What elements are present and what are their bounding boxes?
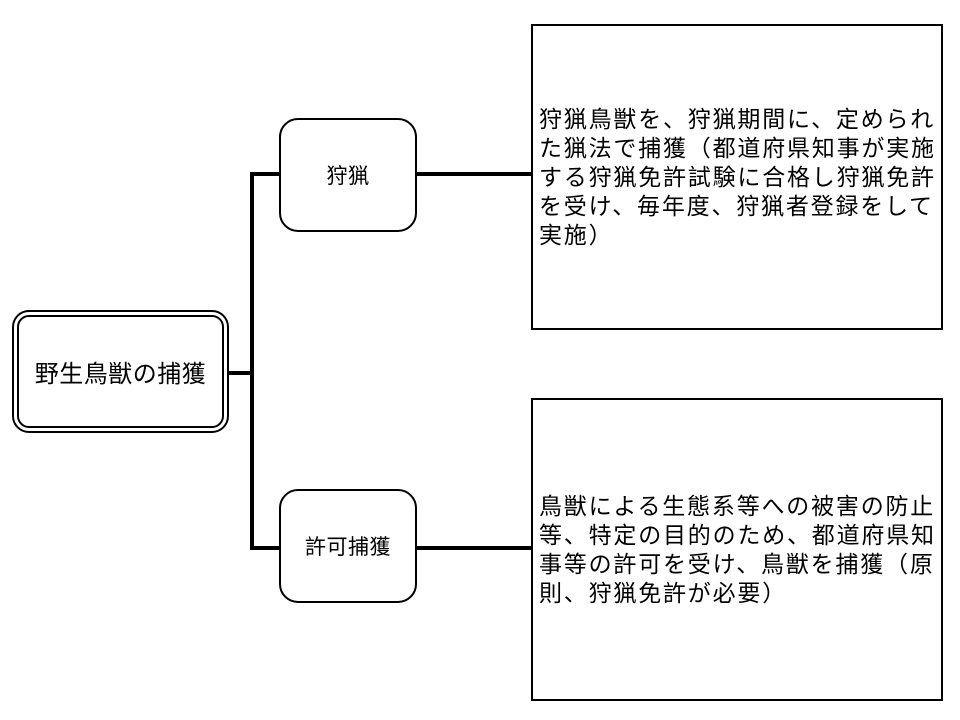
branch-node-hunting: 狩猟 [279,118,417,232]
description-text-permit-capture: 鳥獣による生態系等への被害の防止 等、特定の目的のため、都道府県知 事等の許可を… [539,493,936,606]
connector-root-to-trunk [229,371,254,375]
connector-permit-to-description [416,546,532,550]
connector-hunting-to-description [416,172,532,176]
description-box-permit-capture: 鳥獣による生態系等への被害の防止 等、特定の目的のため、都道府県知 事等の許可を… [531,398,943,701]
connector-trunk-to-hunting [250,172,281,176]
branch-node-permit-capture: 許可捕獲 [279,489,417,603]
root-node-inner-border: 野生鳥獣の捕獲 [17,315,224,428]
root-node-label: 野生鳥獣の捕獲 [34,362,207,388]
description-box-hunting: 狩猟鳥獣を、狩猟期間に、定められ た猟法で捕獲（都道府県知事が実施 する狩猟免許… [531,24,943,330]
description-text-hunting: 狩猟鳥獣を、狩猟期間に、定められ た猟法で捕獲（都道府県知事が実施 する狩猟免許… [539,106,936,248]
branch-node-permit-capture-label: 許可捕獲 [305,535,391,559]
connector-trunk-vertical [250,172,254,550]
connector-trunk-to-permit [250,546,281,550]
branch-node-hunting-label: 狩猟 [326,164,370,188]
root-node-wild-bird-capture: 野生鳥獣の捕獲 [12,310,229,433]
